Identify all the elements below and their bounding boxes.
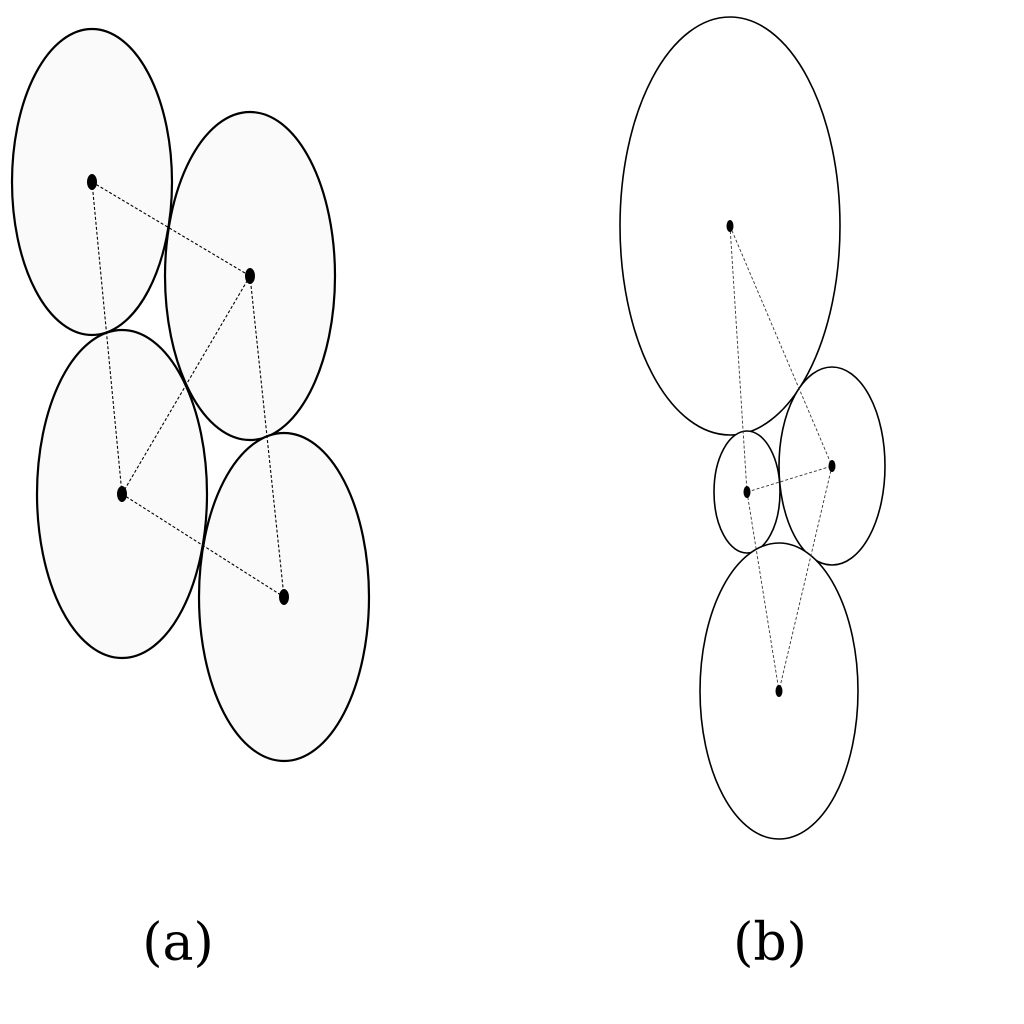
panel-a-discs — [10, 27, 371, 763]
panel-b-center-bottom — [775, 685, 783, 697]
panel-b-centers — [726, 220, 836, 697]
panel-a-edge-top-left-bottom-left — [91, 181, 123, 495]
panel-a-centers — [87, 174, 289, 605]
panel-b-edge-large-top-small-left — [729, 225, 748, 493]
panel-a-center-top-left — [87, 174, 97, 190]
panel-a-edge-top-right-bottom-right — [249, 275, 285, 598]
panel-b-edges — [729, 225, 833, 692]
panel-b-caption: (b) — [733, 913, 807, 973]
panel-a: (a) — [10, 27, 371, 973]
panel-a-edge-top-right-bottom-left — [121, 275, 251, 495]
panel-b-center-large-top — [726, 220, 734, 232]
panel-b-discs — [619, 16, 886, 840]
panel-b-edge-medium-right-bottom — [778, 465, 833, 692]
panel-a-caption: (a) — [142, 913, 214, 973]
panel-b-center-medium-right — [828, 460, 836, 472]
panel-a-edges — [91, 181, 285, 598]
panel-a-center-top-right — [245, 268, 255, 284]
panel-b-center-small-left — [743, 486, 751, 498]
panel-a-center-bottom-left — [117, 486, 127, 502]
panel-a-edge-bottom-left-bottom-right — [121, 493, 285, 598]
panel-b-edge-large-top-medium-right — [729, 225, 833, 467]
panel-a-center-bottom-right — [279, 589, 289, 605]
panel-b: (b) — [619, 16, 886, 973]
panel-b-edge-small-left-bottom — [746, 491, 780, 692]
panel-a-edge-top-left-top-right — [91, 181, 251, 277]
